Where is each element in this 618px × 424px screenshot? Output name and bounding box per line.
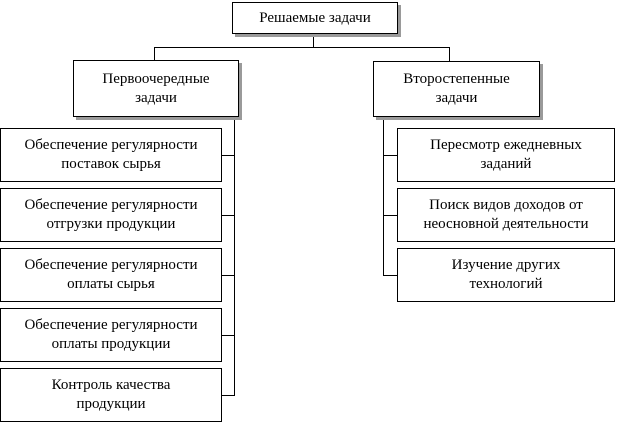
primary-task-item: Контроль качества продукции xyxy=(0,368,222,422)
secondary-task-item: Пересмотр ежедневных заданий xyxy=(397,128,615,182)
root-node-label: Решаемые задачи xyxy=(259,9,371,26)
secondary-task-label: Изучение других технологий xyxy=(451,257,561,292)
secondary-task-item: Изучение других технологий xyxy=(397,248,615,302)
secondary-task-label: Поиск видов доходов от неосновной деятел… xyxy=(423,197,589,232)
secondary-task-label: Пересмотр ежедневных заданий xyxy=(430,137,582,172)
primary-tasks-label: Первоочередные задачи xyxy=(102,70,210,106)
primary-task-label: Обеспечение регулярности отгрузки продук… xyxy=(24,197,198,232)
root-node: Решаемые задачи xyxy=(232,2,398,34)
secondary-task-item: Поиск видов доходов от неосновной деятел… xyxy=(397,188,615,242)
primary-task-label: Обеспечение регулярности поставок сырья xyxy=(24,137,198,172)
primary-task-label: Контроль качества продукции xyxy=(51,377,171,412)
primary-task-item: Обеспечение регулярности поставок сырья xyxy=(0,128,222,182)
primary-task-item: Обеспечение регулярности оплаты сырья xyxy=(0,248,222,302)
secondary-tasks-label: Второстепенные задачи xyxy=(403,71,510,106)
secondary-tasks-node: Второстепенные задачи xyxy=(373,61,540,117)
primary-task-label: Обеспечение регулярности оплаты сырья xyxy=(24,257,198,292)
primary-tasks-node: Первоочередные задачи xyxy=(73,60,239,117)
primary-task-label: Обеспечение регулярности оплаты продукци… xyxy=(24,317,198,352)
primary-task-item: Обеспечение регулярности оплаты продукци… xyxy=(0,308,222,362)
primary-task-item: Обеспечение регулярности отгрузки продук… xyxy=(0,188,222,242)
